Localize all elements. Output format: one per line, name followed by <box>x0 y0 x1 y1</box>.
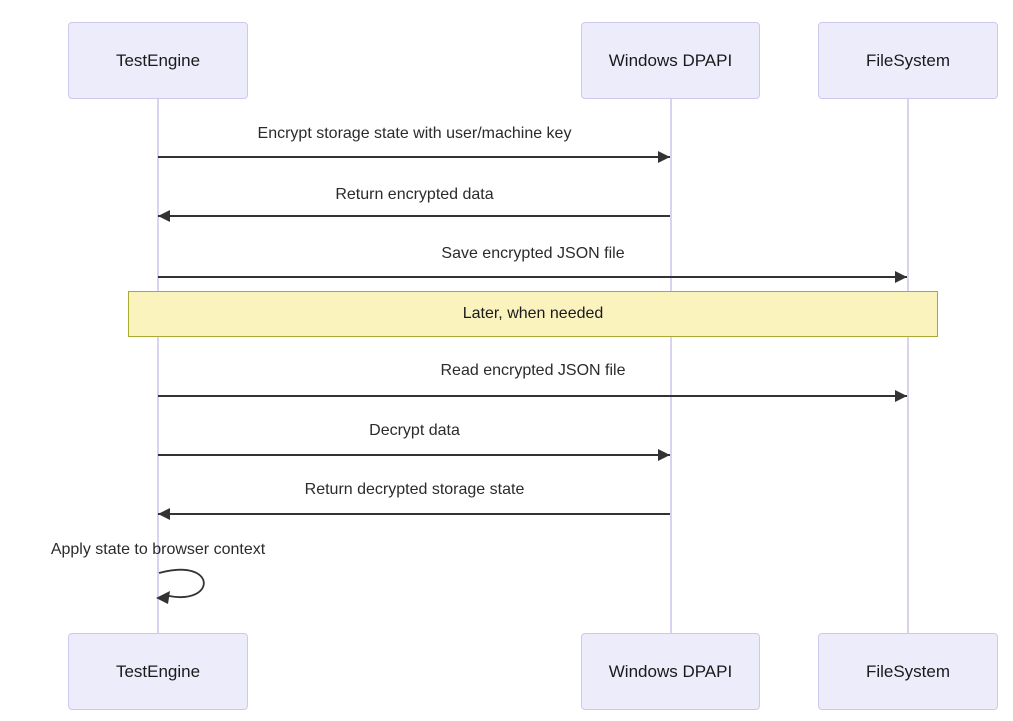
message-label-encrypt: Encrypt storage state with user/machine … <box>257 125 572 142</box>
message-arrow-read-json <box>158 390 907 402</box>
actor-bottom-testengine: TestEngine <box>68 633 248 710</box>
message-arrow-return-encrypted <box>158 210 670 222</box>
message-label-read-json: Read encrypted JSON file <box>440 362 626 379</box>
actor-label: Windows DPAPI <box>608 50 733 70</box>
actor-label: FileSystem <box>865 661 951 681</box>
note-label: Later, when needed <box>462 305 604 322</box>
message-arrow-return-decrypted <box>158 508 670 520</box>
lifeline-windows-dpapi <box>670 99 672 634</box>
message-arrow-decrypt <box>158 449 670 461</box>
message-label-save-json: Save encrypted JSON file <box>441 245 625 262</box>
actor-label: TestEngine <box>115 50 201 70</box>
note-band: Later, when needed <box>128 291 938 337</box>
message-arrow-encrypt <box>158 151 670 163</box>
actor-top-windows-dpapi: Windows DPAPI <box>581 22 760 99</box>
message-label-return-encrypted: Return encrypted data <box>335 186 494 203</box>
actor-bottom-windows-dpapi: Windows DPAPI <box>581 633 760 710</box>
actor-label: Windows DPAPI <box>608 661 733 681</box>
actor-label: FileSystem <box>865 50 951 70</box>
actor-bottom-filesystem: FileSystem <box>818 633 998 710</box>
lifeline-testengine <box>157 99 159 634</box>
lifeline-filesystem <box>907 99 909 634</box>
message-label-return-decrypted: Return decrypted storage state <box>304 481 525 498</box>
actor-top-filesystem: FileSystem <box>818 22 998 99</box>
actor-top-testengine: TestEngine <box>68 22 248 99</box>
message-arrow-save-json <box>158 271 907 283</box>
self-loop-arrow <box>156 568 205 604</box>
message-label-decrypt: Decrypt data <box>369 422 460 439</box>
actor-label: TestEngine <box>115 661 201 681</box>
message-label-apply-state: Apply state to browser context <box>50 541 266 558</box>
